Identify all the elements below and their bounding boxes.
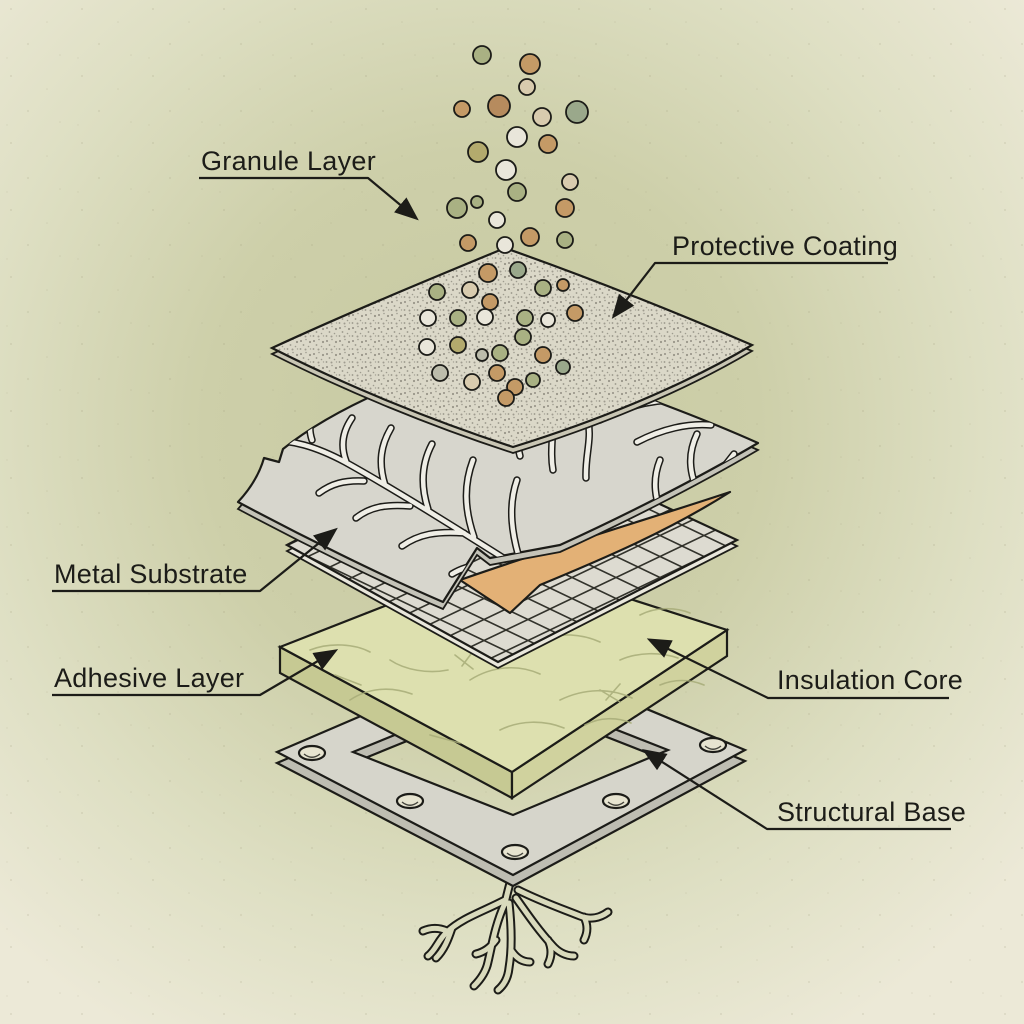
granule	[497, 389, 515, 407]
granule	[488, 211, 506, 229]
granule	[491, 344, 509, 362]
bolt-hole	[395, 792, 425, 810]
label-structural-base: Structural Base	[641, 749, 966, 831]
granule	[509, 261, 527, 279]
granule	[514, 328, 532, 346]
granule	[495, 159, 517, 181]
granule	[507, 182, 527, 202]
granule	[472, 45, 492, 65]
granule	[449, 309, 467, 327]
granule	[534, 346, 552, 364]
granule	[496, 236, 514, 254]
granule	[478, 263, 498, 283]
leader-granule-layer	[199, 176, 419, 221]
granule	[461, 281, 479, 299]
granule	[556, 278, 570, 292]
bolt-hole	[297, 744, 327, 762]
granule	[419, 309, 437, 327]
granule	[488, 364, 506, 382]
leader-insulation-core	[646, 638, 949, 700]
bolt-hole	[601, 792, 631, 810]
granule	[534, 279, 552, 297]
granule	[453, 100, 471, 118]
label-text: Structural Base	[777, 797, 966, 827]
label-text: Protective Coating	[672, 231, 898, 261]
label-text: Insulation Core	[777, 665, 963, 695]
granule	[540, 312, 556, 328]
label-text: Adhesive Layer	[54, 663, 244, 693]
granule	[520, 227, 540, 247]
label-protective-coating: Protective Coating	[611, 231, 898, 319]
granule	[470, 195, 484, 209]
granule	[449, 336, 467, 354]
label-granule-layer: Granule Layer	[199, 146, 419, 221]
label-text: Metal Substrate	[54, 559, 248, 589]
falling-granules	[446, 45, 589, 254]
granule	[463, 373, 481, 391]
granule	[566, 304, 584, 322]
leader-metal-substrate	[52, 527, 338, 593]
leader-protective-coating	[611, 261, 888, 319]
granule	[481, 293, 499, 311]
label-metal-substrate: Metal Substrate	[52, 527, 338, 593]
label-text: Granule Layer	[201, 146, 376, 176]
granule	[555, 198, 575, 218]
granule	[446, 197, 468, 219]
granule	[476, 308, 494, 326]
leader-adhesive-layer	[52, 649, 339, 697]
granule	[506, 126, 528, 148]
granule	[538, 134, 558, 154]
granule	[525, 372, 541, 388]
granule	[459, 234, 477, 252]
roots-fill	[420, 869, 611, 993]
bolt-hole	[500, 843, 530, 861]
granule	[561, 173, 579, 191]
granule	[516, 309, 534, 327]
roots	[418, 867, 613, 995]
bolt-hole	[698, 736, 728, 754]
granule	[475, 348, 489, 362]
granule	[555, 359, 571, 375]
granule	[487, 94, 511, 118]
granule	[532, 107, 552, 127]
annotations: Granule Layer Protective Coating Metal S…	[52, 146, 966, 831]
granule	[519, 53, 541, 75]
granule	[565, 100, 589, 124]
label-insulation-core: Insulation Core	[646, 638, 963, 700]
granule	[467, 141, 489, 163]
label-adhesive-layer: Adhesive Layer	[52, 649, 339, 697]
granule	[418, 338, 436, 356]
granule	[431, 364, 449, 382]
leader-structural-base	[641, 749, 951, 831]
granule	[518, 78, 536, 96]
granule	[556, 231, 574, 249]
surface-granules	[418, 261, 584, 407]
granule	[428, 283, 446, 301]
